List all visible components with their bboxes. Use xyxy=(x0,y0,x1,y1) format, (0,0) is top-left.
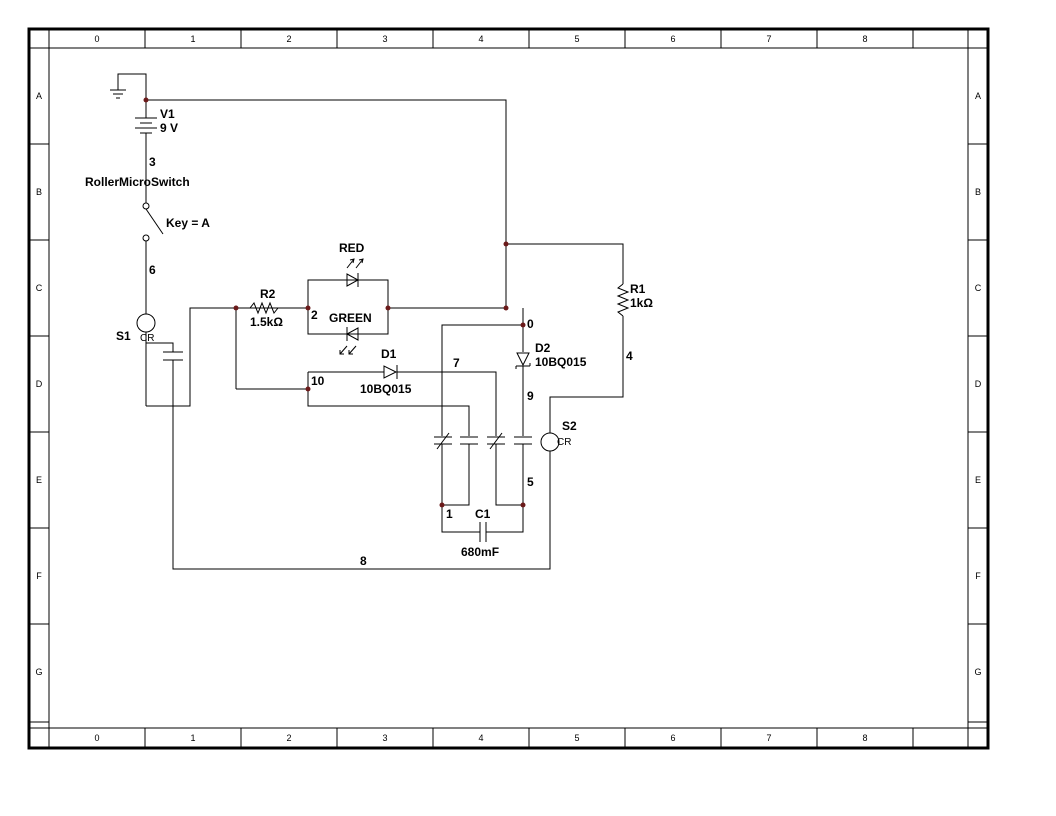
column-label-bottom-1: 1 xyxy=(190,733,195,743)
s1-cr: CR xyxy=(140,333,154,344)
column-label-bottom-5: 5 xyxy=(574,733,579,743)
row-label-right-D: D xyxy=(975,379,982,389)
switch-name: RollerMicroSwitch xyxy=(85,175,190,189)
diode-d1-icon xyxy=(383,365,398,379)
d2-name: D2 xyxy=(535,341,551,355)
row-label-left-A: A xyxy=(36,91,42,101)
net-label-10: 10 xyxy=(311,374,325,388)
row-label-left-B: B xyxy=(36,187,42,197)
column-label-top-3: 3 xyxy=(382,34,387,44)
led-red-label: RED xyxy=(339,241,365,255)
s2-cr: CR xyxy=(557,437,571,448)
net-label-9: 9 xyxy=(527,389,534,403)
net-label-4: 4 xyxy=(626,349,633,363)
switch-contact-bottom xyxy=(142,234,150,242)
column-ruler: 0 0 1 1 2 2 3 3 4 4 5 5 6 6 7 7 8 8 xyxy=(94,29,914,748)
column-label-top-2: 2 xyxy=(286,34,291,44)
net-label-6: 6 xyxy=(149,263,156,277)
led-green-label: GREEN xyxy=(329,311,372,325)
diode-d2-icon xyxy=(516,352,530,367)
row-label-right-C: C xyxy=(975,283,982,293)
column-label-bottom-3: 3 xyxy=(382,733,387,743)
column-label-bottom-0: 0 xyxy=(94,733,99,743)
row-label-right-B: B xyxy=(975,187,981,197)
column-label-bottom-8: 8 xyxy=(862,733,867,743)
column-label-top-6: 6 xyxy=(670,34,675,44)
c1-value: 680mF xyxy=(461,545,499,559)
r2-name: R2 xyxy=(260,287,276,301)
net-label-8: 8 xyxy=(360,554,367,568)
row-label-left-C: C xyxy=(36,283,43,293)
net-label-2: 2 xyxy=(311,308,318,322)
d2-value: 10BQ015 xyxy=(535,355,587,369)
net-label-7: 7 xyxy=(453,356,460,370)
s2-name: S2 xyxy=(562,419,577,433)
row-label-right-G: G xyxy=(974,667,981,677)
column-label-top-0: 0 xyxy=(94,34,99,44)
row-ruler: A A B B C C D D E E F F G G xyxy=(29,91,988,677)
row-label-right-E: E xyxy=(975,475,981,485)
v1-value: 9 V xyxy=(160,121,178,135)
wires xyxy=(110,73,630,570)
net-label-3: 3 xyxy=(149,155,156,169)
led-red-icon xyxy=(346,273,360,287)
column-label-bottom-6: 6 xyxy=(670,733,675,743)
row-label-right-F: F xyxy=(975,571,981,581)
row-label-left-D: D xyxy=(36,379,43,389)
row-label-left-G: G xyxy=(35,667,42,677)
d1-name: D1 xyxy=(381,347,397,361)
column-label-top-4: 4 xyxy=(478,34,483,44)
net-label-1: 1 xyxy=(446,507,453,521)
row-label-right-A: A xyxy=(975,91,981,101)
relay-s1-coil xyxy=(136,313,156,333)
switch-blade xyxy=(145,208,164,235)
column-label-top-5: 5 xyxy=(574,34,579,44)
junctions xyxy=(143,97,526,508)
c1-name: C1 xyxy=(475,507,491,521)
row-label-left-E: E xyxy=(36,475,42,485)
column-label-bottom-7: 7 xyxy=(766,733,771,743)
sheet-frame xyxy=(27,27,990,750)
led-green-icon xyxy=(345,327,359,341)
r2-value: 1.5kΩ xyxy=(250,315,283,329)
switch-contact-top xyxy=(142,202,150,210)
v1-name: V1 xyxy=(160,107,175,121)
net-label-5: 5 xyxy=(527,475,534,489)
s1-name: S1 xyxy=(116,329,131,343)
column-label-top-7: 7 xyxy=(766,34,771,44)
row-label-left-F: F xyxy=(36,571,42,581)
r1-name: R1 xyxy=(630,282,646,296)
r1-value: 1kΩ xyxy=(630,296,653,310)
relay-s2-coil xyxy=(540,432,560,452)
d1-value: 10BQ015 xyxy=(360,382,412,396)
switch-key: Key = A xyxy=(166,216,210,230)
column-label-bottom-4: 4 xyxy=(478,733,483,743)
column-label-top-8: 8 xyxy=(862,34,867,44)
column-label-bottom-2: 2 xyxy=(286,733,291,743)
column-label-top-1: 1 xyxy=(190,34,195,44)
net-label-0: 0 xyxy=(527,317,534,331)
